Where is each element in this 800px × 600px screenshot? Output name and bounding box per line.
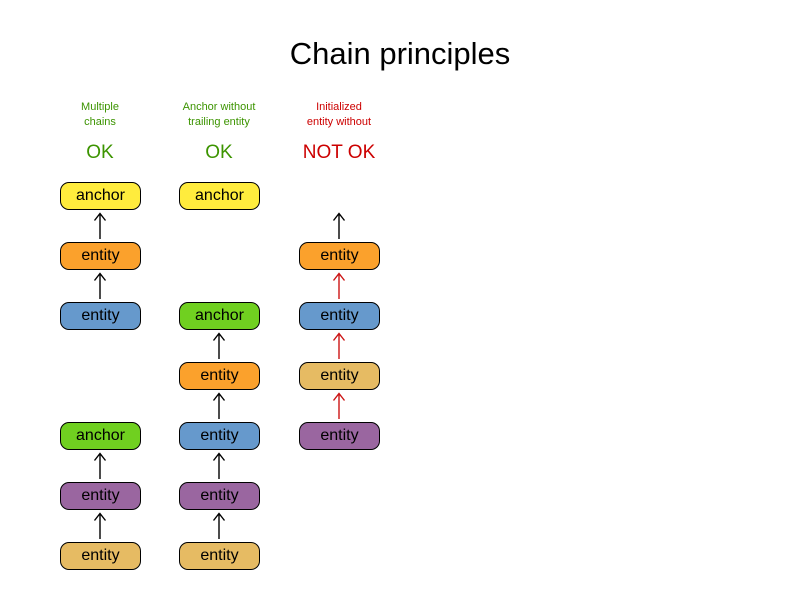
node-entity: entity	[60, 482, 141, 510]
node-entity: entity	[299, 362, 380, 390]
node-label: anchor	[76, 187, 125, 204]
node-anchor: anchor	[179, 182, 260, 210]
arrow-up-icon	[331, 391, 347, 420]
arrow-up-icon	[211, 511, 227, 540]
arrow-up-icon	[92, 211, 108, 240]
arrow-up-icon	[331, 211, 347, 240]
node-entity: entity	[60, 542, 141, 570]
node-entity: entity	[299, 302, 380, 330]
column-heading-anchor-without: Anchor without trailing entity	[182, 101, 256, 128]
node-label: anchor	[76, 427, 125, 444]
column-heading-multiple-chains: Multiple chains	[81, 101, 119, 128]
arrow-up-icon	[92, 271, 108, 300]
node-entity: entity	[179, 422, 260, 450]
verdict-not-ok: NOT OK	[302, 142, 376, 163]
arrow-up-icon	[92, 511, 108, 540]
node-label: entity	[320, 247, 359, 264]
node-anchor: anchor	[60, 422, 141, 450]
page-title: Chain principles	[289, 36, 511, 71]
node-label: entity	[320, 427, 359, 444]
node-label: entity	[320, 367, 359, 384]
node-entity: entity	[299, 422, 380, 450]
arrow-up-icon	[211, 331, 227, 360]
node-label: entity	[81, 247, 120, 264]
node-label: entity	[200, 367, 239, 384]
node-entity: entity	[60, 242, 141, 270]
node-entity: entity	[179, 362, 260, 390]
arrow-up-icon	[331, 331, 347, 360]
node-entity: entity	[179, 482, 260, 510]
node-entity: entity	[179, 542, 260, 570]
node-anchor: anchor	[60, 182, 141, 210]
node-label: anchor	[195, 187, 244, 204]
arrow-up-icon	[331, 271, 347, 300]
arrow-up-icon	[211, 391, 227, 420]
arrow-up-icon	[92, 451, 108, 480]
node-label: entity	[320, 307, 359, 324]
node-label: entity	[200, 547, 239, 564]
node-anchor: anchor	[179, 302, 260, 330]
column-heading-initialized-entity: Initialized entity without	[306, 101, 372, 128]
node-entity: entity	[299, 242, 380, 270]
arrow-up-icon	[211, 451, 227, 480]
verdict-ok-anchor-without: OK	[205, 142, 233, 163]
node-label: entity	[81, 487, 120, 504]
node-label: entity	[81, 307, 120, 324]
node-label: entity	[200, 487, 239, 504]
verdict-ok-multiple-chains: OK	[86, 142, 114, 163]
node-label: anchor	[195, 307, 244, 324]
node-entity: entity	[60, 302, 141, 330]
node-label: entity	[81, 547, 120, 564]
node-label: entity	[200, 427, 239, 444]
